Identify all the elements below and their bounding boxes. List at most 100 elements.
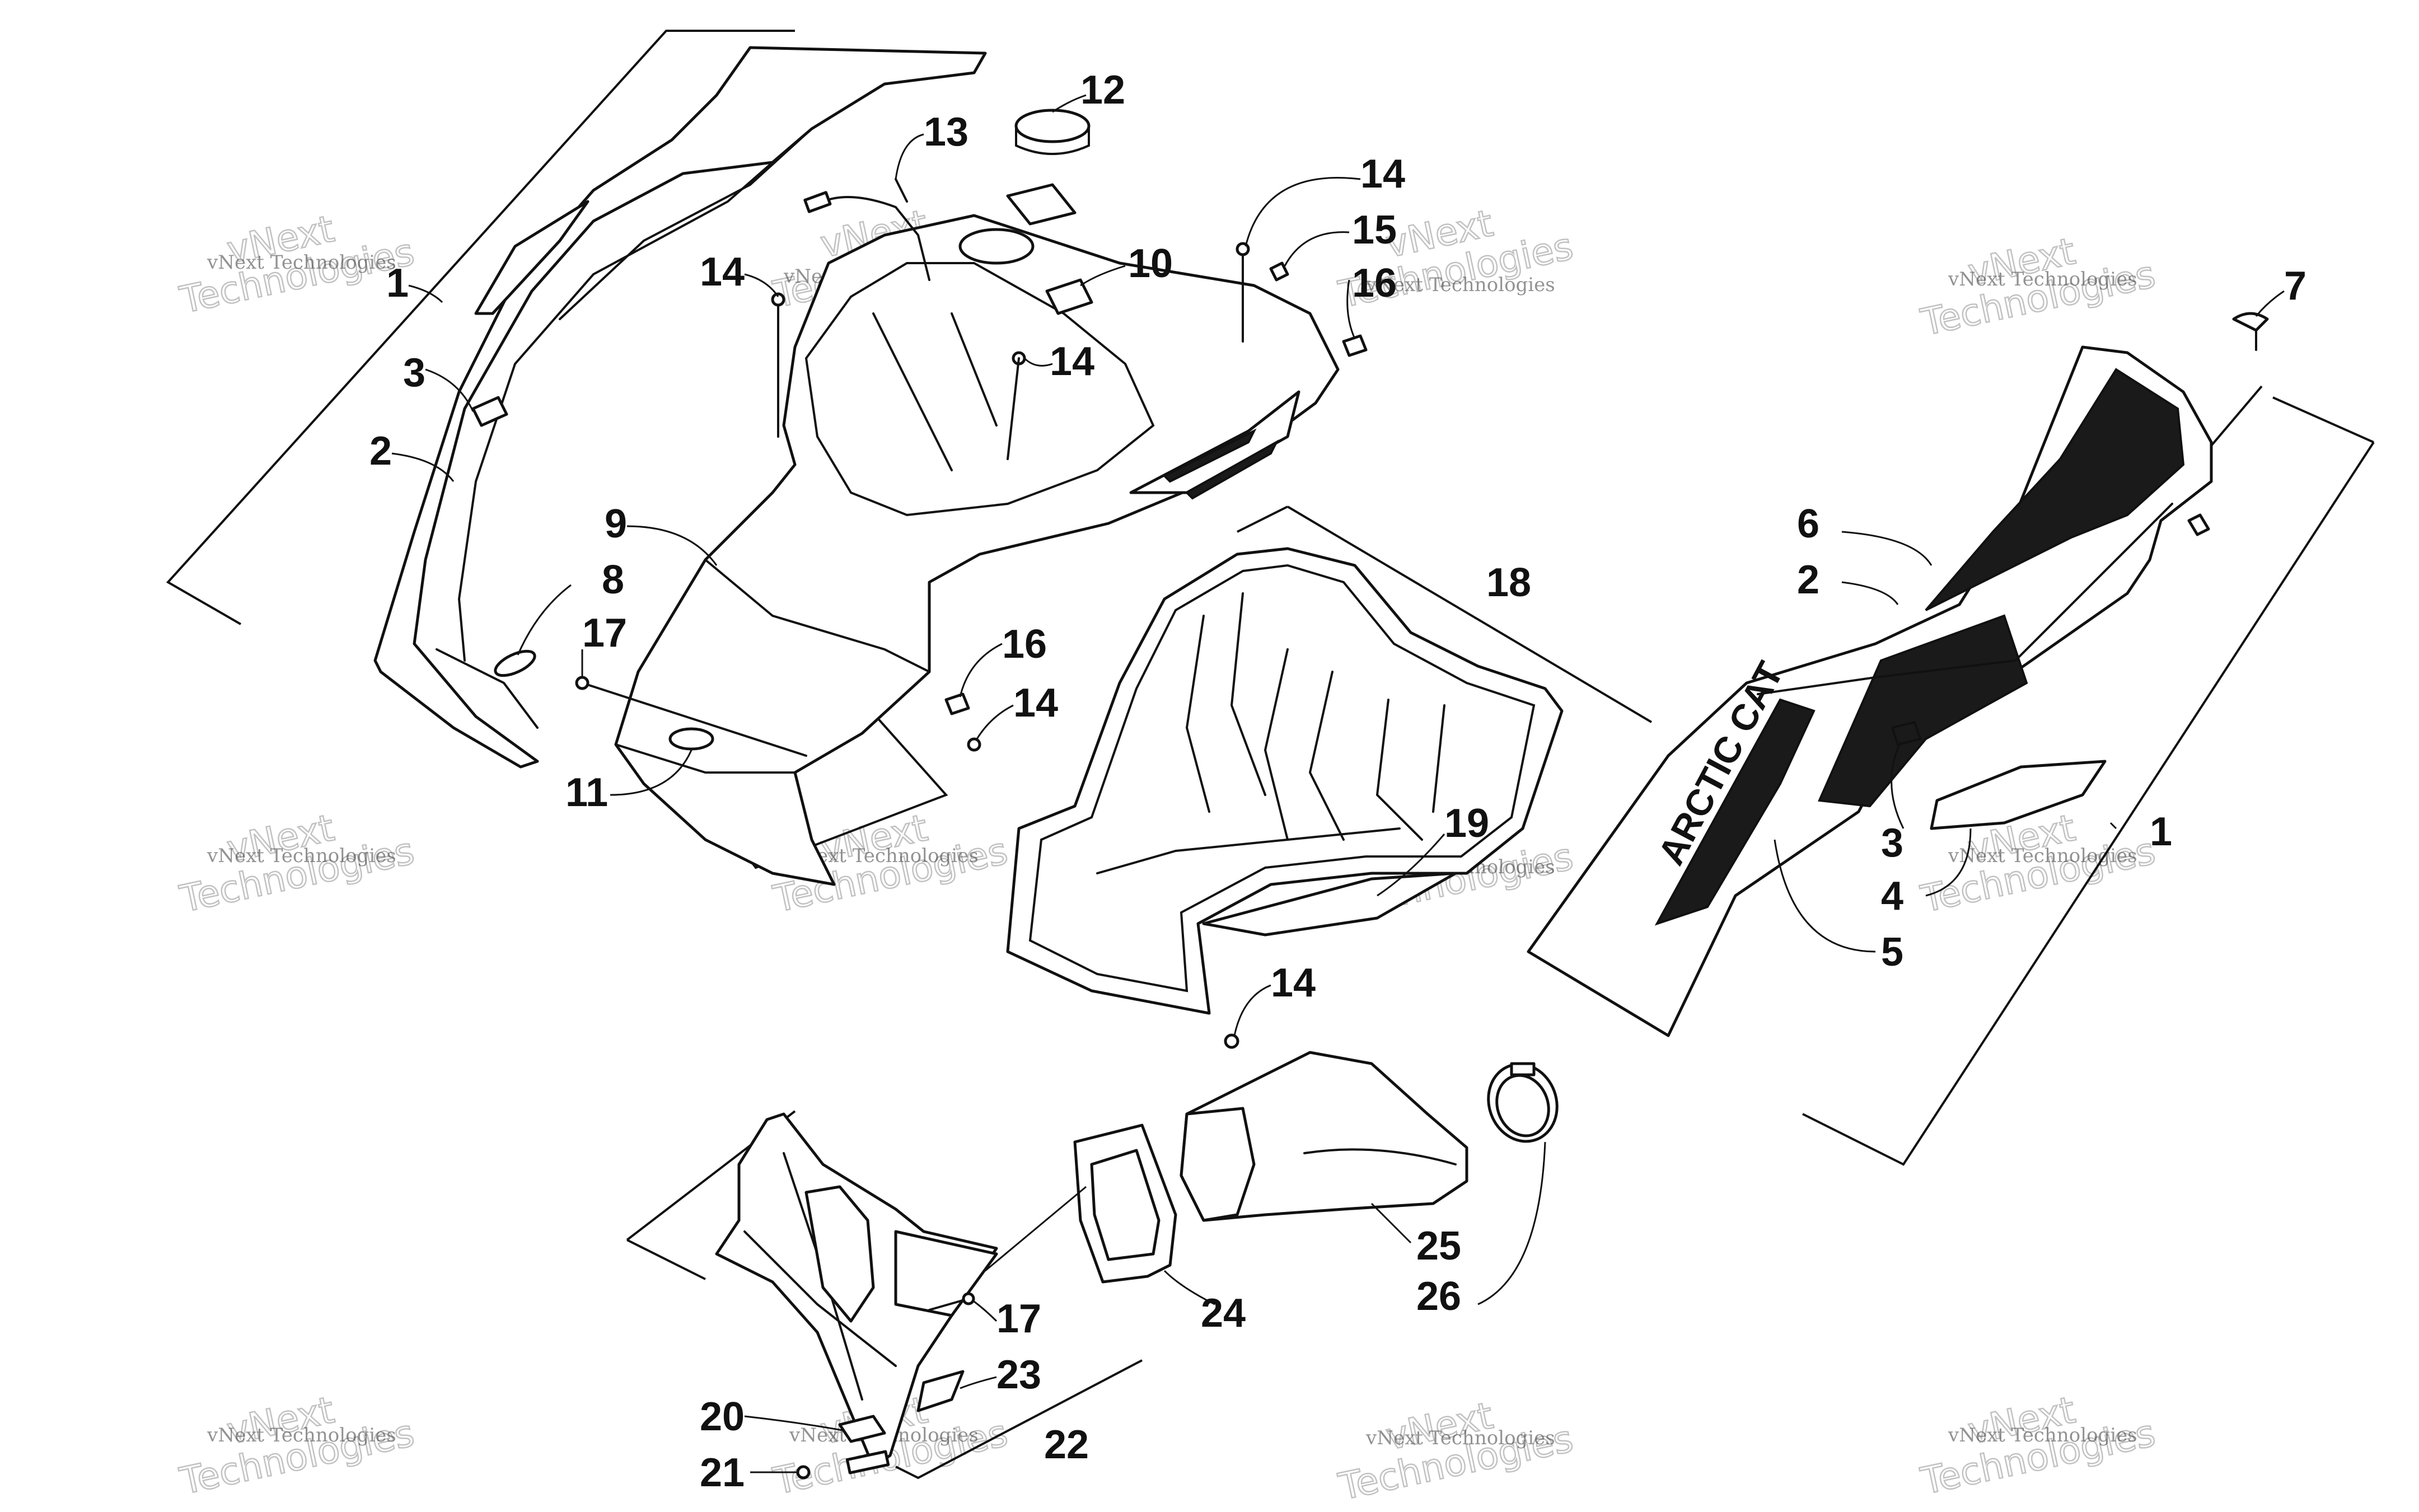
leader-6 bbox=[1841, 531, 1933, 566]
callout-1-left: 1 bbox=[386, 261, 409, 306]
left-panel-inner-edge bbox=[457, 161, 774, 662]
leader-1-right bbox=[2109, 822, 2117, 830]
nose-plate-21 bbox=[845, 1450, 890, 1474]
leader-25 bbox=[1370, 1202, 1412, 1244]
leader-15 bbox=[1284, 231, 1350, 266]
left-panel-grommet-8 bbox=[494, 649, 536, 677]
right-panel-vent-4 bbox=[1930, 760, 2107, 830]
nose-screw-21 bbox=[796, 1465, 811, 1480]
leader-5 bbox=[1774, 839, 1876, 953]
callout-22: 22 bbox=[1044, 1422, 1089, 1467]
right-panel-mesh-upper bbox=[1925, 368, 2185, 611]
callout-16-top: 16 bbox=[1352, 261, 1397, 306]
watermark-small-3: vNext Technologies bbox=[1365, 274, 1555, 296]
callout-12: 12 bbox=[1080, 68, 1125, 113]
air-box-baffle-3 bbox=[1375, 699, 1445, 841]
leader-14-lower bbox=[976, 704, 1014, 739]
nose-opening bbox=[804, 1185, 875, 1323]
intake-clamp-26-screw bbox=[1510, 1062, 1536, 1076]
leader-24-in bbox=[985, 1186, 1087, 1272]
hood-vent-slat-2 bbox=[1185, 439, 1279, 500]
hood-filler-cap-12 bbox=[1014, 109, 1091, 143]
callout-9: 9 bbox=[605, 502, 627, 546]
left-panel-bottom-edge bbox=[436, 648, 539, 729]
callout-5: 5 bbox=[1881, 930, 1903, 975]
watermark-small-1: vNext Technologies bbox=[207, 251, 396, 274]
callout-3-right: 3 bbox=[1881, 821, 1903, 865]
hood-clip-16-top bbox=[1342, 334, 1368, 357]
intake-duct-25-mouth bbox=[1180, 1107, 1256, 1222]
leader-14-mid bbox=[1023, 357, 1053, 367]
leader-20 bbox=[744, 1415, 843, 1431]
hood-body bbox=[614, 214, 1340, 886]
leader-11 bbox=[610, 750, 693, 796]
leader-12 bbox=[1052, 94, 1087, 113]
air-box-screw-14 bbox=[1224, 1033, 1239, 1049]
callout-3-left: 3 bbox=[403, 350, 425, 395]
hood-rivet-17 bbox=[575, 676, 589, 690]
watermark-small-4: vNext Technologies bbox=[1948, 268, 2137, 291]
nose-rivet-17-line bbox=[928, 1298, 970, 1311]
leader-26 bbox=[1477, 1141, 1546, 1305]
hood-filler-cap-12-rim bbox=[1015, 125, 1090, 155]
leader-23 bbox=[960, 1376, 997, 1389]
callout-2-left: 2 bbox=[369, 429, 392, 474]
callout-17-left: 17 bbox=[582, 611, 627, 656]
left-panel-trim-line bbox=[559, 128, 813, 320]
air-box-baffle-1 bbox=[1185, 592, 1266, 813]
callout-14-left: 14 bbox=[700, 250, 745, 294]
callout-10: 10 bbox=[1128, 241, 1173, 286]
right-panel-fastener-7 bbox=[2232, 312, 2269, 332]
nose-rivet-17 bbox=[962, 1292, 975, 1305]
leader-7 bbox=[2255, 290, 2285, 317]
leader-4 bbox=[1925, 828, 1972, 897]
callout-13: 13 bbox=[924, 110, 968, 155]
callout-19: 19 bbox=[1444, 801, 1489, 846]
air-box-frame bbox=[1237, 505, 1653, 723]
hood bbox=[575, 109, 1368, 886]
intake-duct bbox=[1073, 1051, 1559, 1284]
callout-1-right: 1 bbox=[2150, 809, 2172, 854]
air-box-outer bbox=[1006, 547, 1564, 1015]
leader-13 bbox=[895, 133, 924, 180]
nose-assembly bbox=[715, 1112, 998, 1480]
leader-9 bbox=[626, 525, 718, 566]
leader-19 bbox=[1377, 834, 1445, 897]
leader-3-right bbox=[1891, 741, 1905, 829]
callout-26: 26 bbox=[1416, 1274, 1461, 1319]
callout-7: 7 bbox=[2284, 264, 2306, 308]
callout-21: 21 bbox=[700, 1450, 745, 1495]
callout-8: 8 bbox=[602, 558, 624, 602]
hood-wire-harness-13 bbox=[822, 178, 930, 281]
air-box-seal-19 bbox=[1202, 872, 1457, 937]
air-box bbox=[1006, 547, 1564, 1049]
leader-3-left bbox=[425, 368, 474, 412]
nose-tip-20 bbox=[838, 1415, 886, 1443]
callout-15: 15 bbox=[1352, 208, 1397, 252]
callout-14-airbox: 14 bbox=[1271, 961, 1316, 1005]
right-side-panel: ARCTIC CAT bbox=[1527, 312, 2269, 1037]
air-box-baffle-2 bbox=[1264, 648, 1345, 841]
watermark-small-9: vNext Technologies bbox=[207, 1424, 396, 1447]
callout-20: 20 bbox=[700, 1394, 745, 1439]
hood-windshield-recess bbox=[804, 262, 1155, 517]
callout-14-mid: 14 bbox=[1050, 339, 1094, 384]
intake-duct-25-seam bbox=[1303, 1148, 1457, 1165]
nose-side-flap bbox=[894, 1230, 998, 1317]
hood-side-contour bbox=[704, 559, 930, 673]
nose-vent-23 bbox=[916, 1370, 965, 1412]
right-panel-badge-3 bbox=[1891, 720, 1922, 746]
air-box-floor bbox=[1096, 827, 1401, 874]
hood-vent-right bbox=[1129, 390, 1300, 494]
hood-emblem-11 bbox=[668, 727, 714, 751]
hood-screw-14d bbox=[967, 737, 981, 752]
callouts: 1 2 3 8 17 9 11 13 12 14 14 10 14 14 15 … bbox=[369, 68, 2306, 1495]
leader-14-top bbox=[1244, 177, 1361, 247]
nose-ridge bbox=[743, 1230, 897, 1367]
leader-8 bbox=[517, 584, 572, 656]
callout-25: 25 bbox=[1416, 1224, 1461, 1268]
hood-vent-slat-1 bbox=[1162, 428, 1257, 483]
hood-front-contour bbox=[615, 743, 796, 774]
right-panel-mesh-lower bbox=[1818, 614, 2028, 808]
